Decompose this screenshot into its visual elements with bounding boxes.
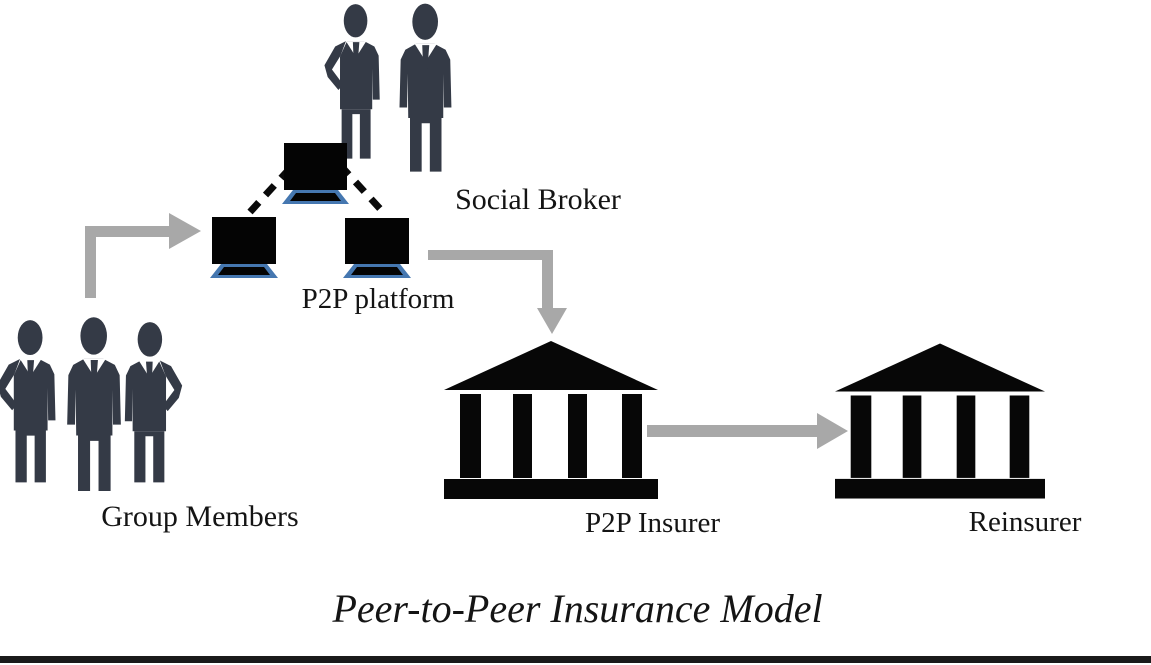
arrow-platform-to-insurer <box>428 250 567 334</box>
group-members-icon <box>0 317 183 491</box>
p2p-platform-icon <box>210 143 411 278</box>
group-members-label: Group Members <box>101 500 299 533</box>
social-broker-label: Social Broker <box>455 183 621 216</box>
p2p-platform-label: P2P platform <box>301 283 455 315</box>
arrow-members-to-platform <box>85 213 201 298</box>
p2p-insurer-icon <box>444 341 658 499</box>
monitor-top-icon <box>282 143 349 204</box>
reinsurer-icon <box>835 343 1045 499</box>
arrow-insurer-to-reinsurer <box>647 413 848 449</box>
diagram-title: Peer-to-Peer Insurance Model <box>332 586 823 631</box>
monitor-left-icon <box>210 217 278 278</box>
monitor-right-icon <box>343 218 411 278</box>
reinsurer-label: Reinsurer <box>968 506 1082 538</box>
p2p-insurer-label: P2P Insurer <box>584 507 721 539</box>
bottom-border <box>0 656 1151 663</box>
